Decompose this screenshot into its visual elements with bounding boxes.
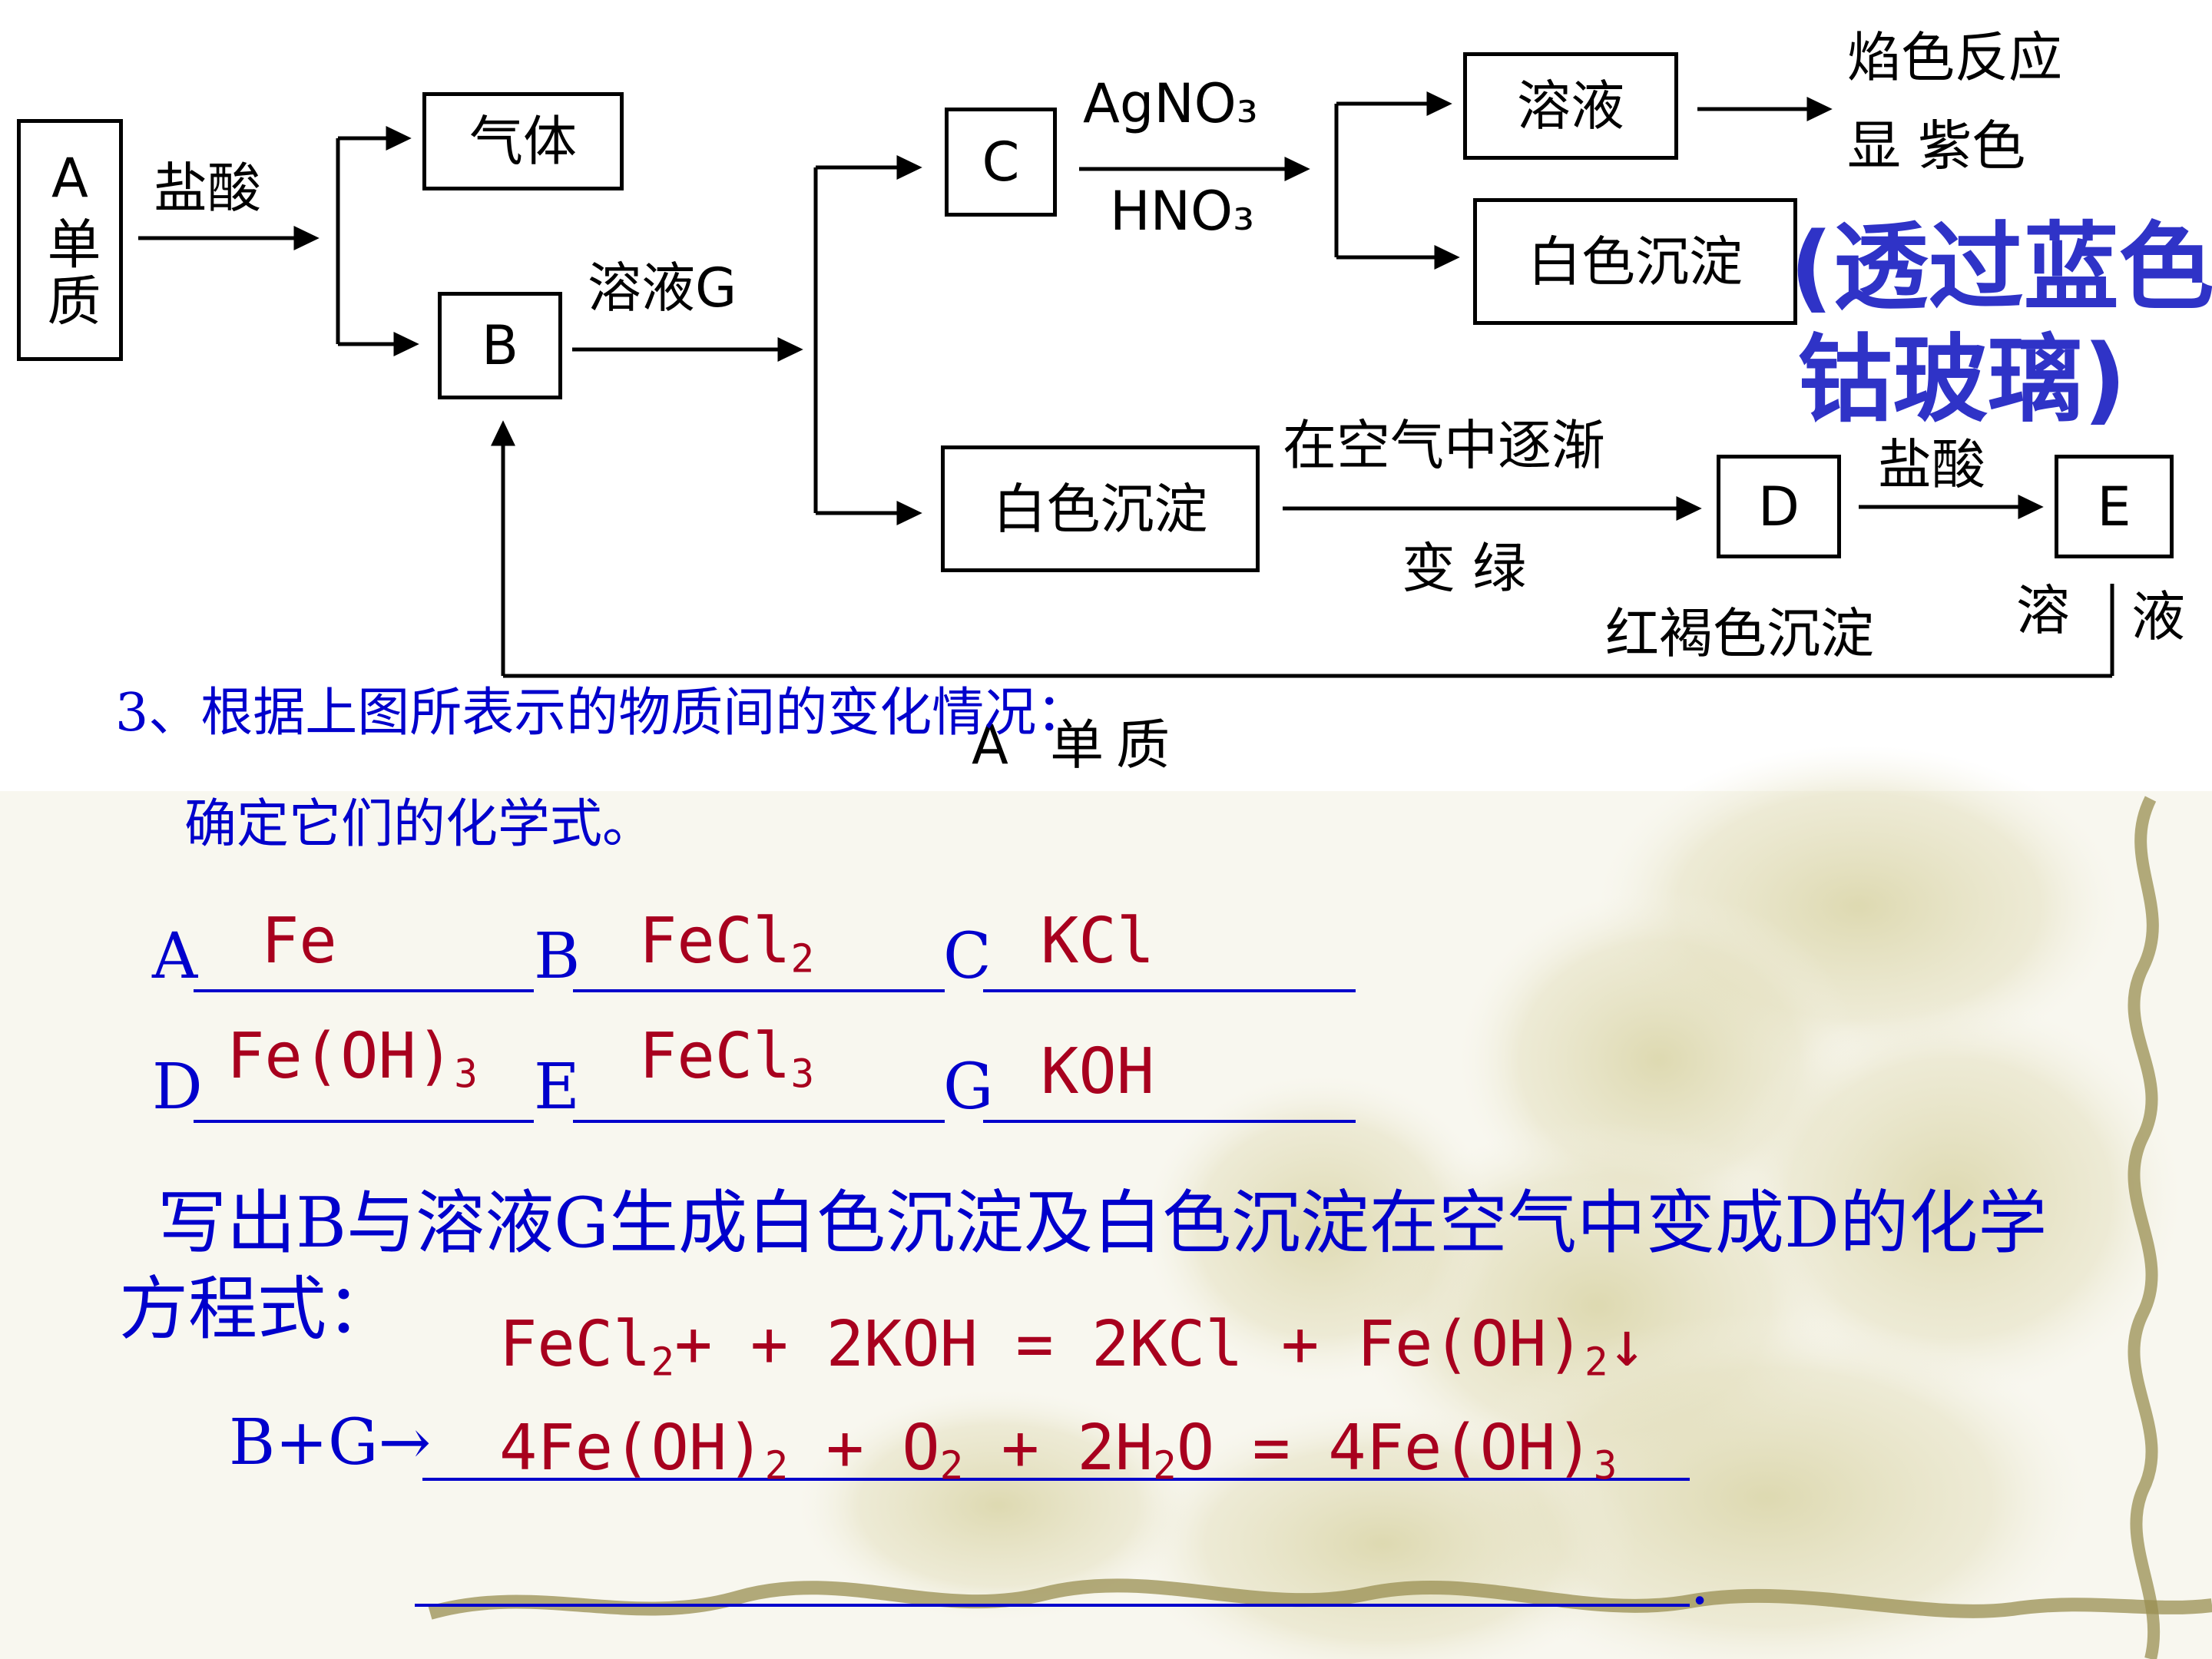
diagram-connectors	[138, 91, 2114, 678]
hno3-label: HNO₃	[1110, 180, 1255, 243]
question-task: 确定它们的化学式。	[184, 794, 655, 855]
answer-a: Fe	[261, 905, 337, 978]
hcl-label-1: 盐酸	[154, 157, 261, 220]
blank-g	[983, 1120, 1356, 1123]
node-c-label: C	[982, 131, 1020, 194]
eq1-arrow: ↓	[1608, 1308, 1646, 1381]
node-c-box: C	[945, 108, 1057, 217]
solution-g-label: 溶液G	[588, 257, 737, 320]
eq2-part-1: 4Fe(OH)	[499, 1412, 765, 1485]
eq2-part-3: + 2H	[963, 1412, 1154, 1485]
white-precipitate-label-2: 白色沉淀	[992, 477, 1208, 541]
gas-box: 气体	[422, 92, 624, 190]
blank-d	[194, 1120, 534, 1123]
label-e: E	[534, 1051, 580, 1124]
solution-box: 溶液	[1463, 52, 1678, 160]
a-element-label: A 单质	[972, 714, 1183, 777]
blank-e	[573, 1120, 945, 1123]
agno3-label: AgNO₃	[1083, 72, 1258, 135]
gas-label: 气体	[469, 110, 577, 173]
hcl-label-2: 盐酸	[1878, 433, 1985, 496]
eq1-part-2: + + 2KOH = 2KCl + Fe(OH)	[674, 1308, 1584, 1381]
solution-char-2: 液	[2131, 585, 2185, 648]
flower-watercolor	[799, 745, 2181, 1659]
equation-1: FeCl2+ + 2KOH = 2KCl + Fe(OH)2↓	[499, 1313, 1646, 1382]
eq2-sub-2: 2	[939, 1442, 964, 1488]
answer-b: FeCl2	[639, 910, 814, 979]
vine-right	[2128, 796, 2161, 1659]
node-a-sublabel: 单质	[38, 215, 101, 329]
eq1-sub-1: 2	[651, 1339, 675, 1385]
node-b-label: B	[481, 314, 519, 377]
answer-b-formula: FeCl	[639, 905, 791, 978]
red-brown-precipitate-label: 红褐色沉淀	[1605, 602, 1874, 665]
node-d-label: D	[1758, 475, 1800, 538]
eq2-sub-1: 2	[764, 1442, 789, 1488]
label-c: C	[943, 920, 992, 993]
solution-char-1: 溶	[2016, 579, 2070, 642]
turns-green-label: 变 绿	[1402, 537, 1527, 600]
cobalt-glass-note-2: 钴玻璃)	[1797, 325, 2127, 435]
answer-d-subscript: 3	[454, 1051, 478, 1097]
answer-e-formula: FeCl	[639, 1020, 791, 1093]
node-a-box: A 单质	[17, 119, 123, 361]
equation-prompt-line-1: 写出B与溶液G生成白色沉淀及白色沉淀在空气中变成D的化学	[157, 1183, 2048, 1263]
flame-test-label: 焰色反应	[1847, 26, 2062, 89]
white-precipitate-box-1: 白色沉淀	[1473, 198, 1797, 325]
equation-prompt-line-2: 方程式：	[119, 1269, 396, 1349]
equation-blank-2	[415, 1604, 1690, 1607]
equation-blank-1	[422, 1478, 1690, 1481]
answer-e-subscript: 3	[790, 1051, 815, 1097]
node-b-box: B	[438, 292, 562, 399]
blank-b	[573, 989, 945, 992]
answer-e: FeCl3	[639, 1025, 814, 1094]
node-d-box: D	[1717, 455, 1841, 558]
cobalt-glass-note-1: (透过蓝色	[1790, 213, 2212, 323]
white-precipitate-label-1: 白色沉淀	[1528, 230, 1743, 293]
label-b: B	[534, 920, 581, 993]
label-g: G	[943, 1051, 994, 1124]
answer-d: Fe(OH)3	[227, 1025, 478, 1094]
eq2-part-2: + O	[788, 1412, 940, 1485]
label-d: D	[152, 1051, 203, 1124]
eq2-sub-4: 3	[1593, 1442, 1618, 1488]
in-air-label: 在空气中逐渐	[1283, 414, 1605, 477]
answer-d-formula: Fe(OH)	[227, 1020, 455, 1093]
vine-bottom	[428, 1578, 2212, 1620]
eq2-sub-3: 2	[1153, 1442, 1177, 1488]
equation-2: 4Fe(OH)2 + O2 + 2H2O = 4Fe(OH)3	[499, 1417, 1617, 1485]
blank-c	[983, 989, 1356, 992]
solution-label: 溶液	[1517, 75, 1624, 137]
final-period: .	[1690, 1546, 1710, 1619]
answer-g: KOH	[1041, 1035, 1155, 1108]
node-e-box: E	[2055, 455, 2174, 558]
answer-c: KCl	[1041, 905, 1155, 978]
eq1-part-1: FeCl	[499, 1308, 651, 1381]
node-a-label: A	[51, 146, 88, 210]
b-plus-g-label: B+G→	[229, 1406, 432, 1479]
answer-b-subscript: 2	[790, 935, 815, 982]
question-intro: 3、根据上图所表示的物质间的变化情况：	[115, 683, 1089, 743]
eq1-sub-2: 2	[1584, 1339, 1608, 1385]
flame-color-label: 显 紫色	[1847, 114, 2026, 177]
eq2-part-4: O = 4Fe(OH)	[1176, 1412, 1594, 1485]
blank-a	[194, 989, 534, 992]
white-precipitate-box-2: 白色沉淀	[941, 445, 1260, 572]
label-a: A	[152, 920, 198, 993]
node-e-label: E	[2097, 475, 2131, 538]
